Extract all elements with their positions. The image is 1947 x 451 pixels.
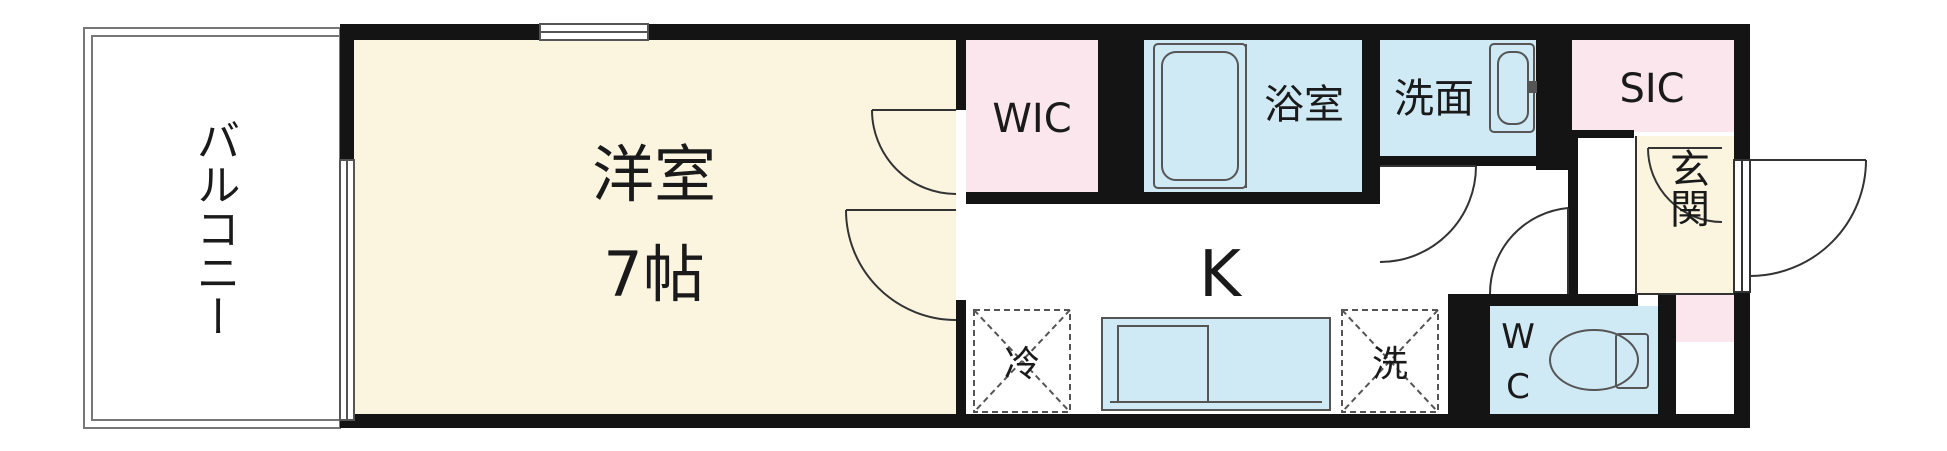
labels: バルコニー 洋室 7帖 WIC 浴室 洗面 SIC 玄関 K 冷 洗 W C bbox=[189, 66, 1710, 407]
toilet bbox=[1549, 329, 1649, 391]
wc-label-w: W bbox=[1501, 317, 1535, 357]
fridge-space bbox=[973, 309, 1071, 413]
wc-label-c: C bbox=[1506, 367, 1530, 407]
room-fills bbox=[84, 28, 1734, 428]
doors bbox=[845, 109, 1867, 321]
bath-area bbox=[1144, 40, 1362, 192]
sic-area bbox=[1572, 40, 1734, 132]
wc-area bbox=[1490, 306, 1658, 414]
wash-basin bbox=[1489, 43, 1537, 133]
walls bbox=[340, 24, 1750, 428]
entrance-pink-strip bbox=[1676, 294, 1734, 342]
kitchen-counter bbox=[1101, 317, 1331, 411]
wash-area bbox=[1380, 40, 1536, 156]
washer-space bbox=[1341, 309, 1439, 413]
western-room-name: 洋室 bbox=[592, 138, 716, 211]
bathtub bbox=[1153, 43, 1247, 189]
sic-label: SIC bbox=[1619, 66, 1684, 112]
windows bbox=[339, 23, 649, 421]
western-room-area bbox=[354, 40, 956, 414]
fridge-label: 冷 bbox=[1004, 344, 1040, 385]
wic-label: WIC bbox=[992, 96, 1071, 142]
wic-area bbox=[966, 40, 1098, 192]
entrance-label: 玄関 bbox=[1663, 148, 1709, 228]
bath-label: 浴室 bbox=[1264, 82, 1344, 128]
balcony-area bbox=[84, 28, 340, 428]
washer-label: 洗 bbox=[1372, 344, 1408, 385]
wash-label: 洗面 bbox=[1394, 76, 1474, 122]
kitchen-label: K bbox=[1199, 238, 1243, 312]
balcony-label: バルコニー bbox=[189, 118, 240, 338]
western-room-size: 7帖 bbox=[603, 238, 704, 311]
entrance-area bbox=[1636, 136, 1734, 294]
